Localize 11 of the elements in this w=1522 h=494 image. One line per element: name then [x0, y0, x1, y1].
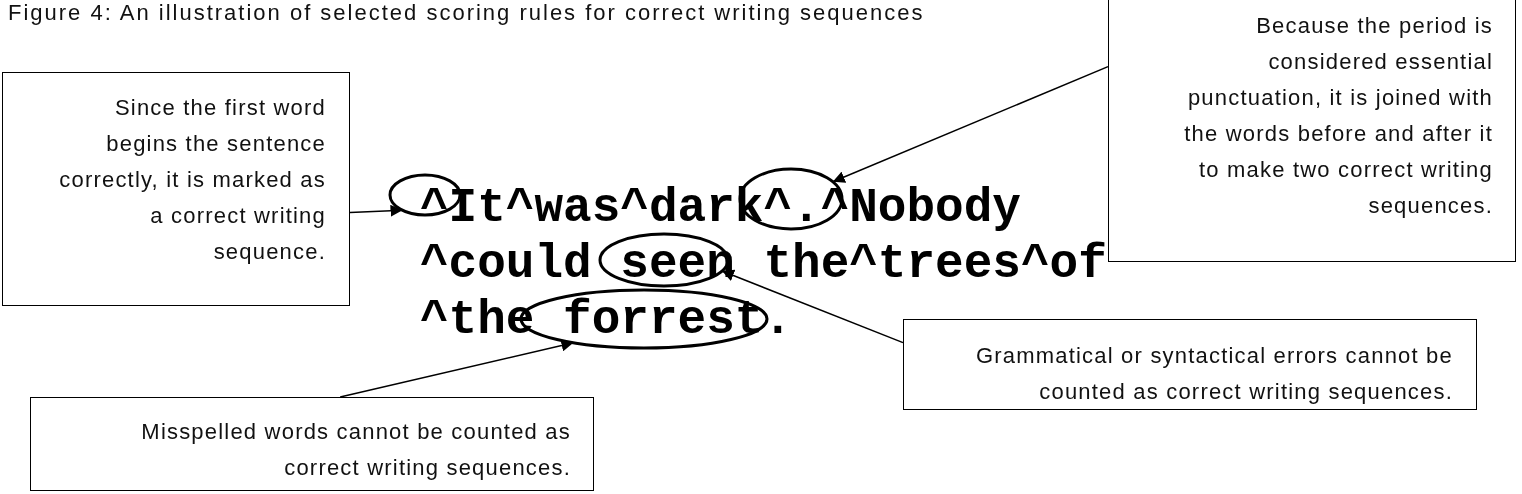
- callout-box: [2, 72, 350, 306]
- leader-arrow: [832, 65, 1109, 183]
- callout-box: [30, 397, 594, 491]
- figure-title: Figure 4: An illustration of selected scoring rules for correct writing sequences: [8, 1, 925, 25]
- callout-text: Because the period is considered essential punctuation, it is joined with the words before and after it to make two correct writing sequences.: [1183, 12, 1493, 220]
- callout-box: [1108, 0, 1516, 262]
- callout-text: Misspelled words cannot be counted as correct writing sequences.: [140, 418, 571, 482]
- callout-box: [903, 319, 1477, 410]
- callout-text: Grammatical or syntactical errors cannot be counted as correct writing sequences.: [974, 342, 1453, 406]
- callout-text: Since the first word begins the sentence correctly, it is marked as a correct writing sequence.: [58, 94, 326, 266]
- leader-arrow: [721, 269, 904, 344]
